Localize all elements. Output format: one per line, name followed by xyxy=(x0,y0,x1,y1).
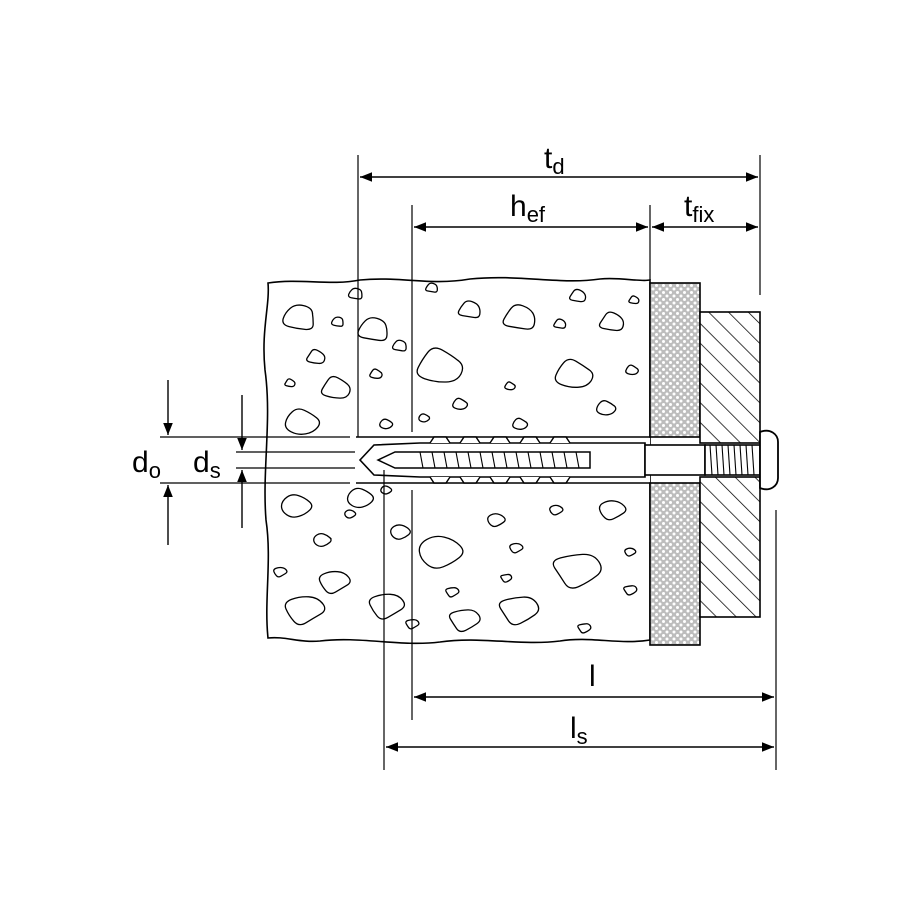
screw-thread-marks xyxy=(419,451,580,469)
label-td: td xyxy=(544,142,565,179)
screw-shank xyxy=(644,444,761,476)
label-tfix: tfix xyxy=(684,190,714,227)
extension-lines xyxy=(160,155,777,770)
anchor-sleeve xyxy=(358,436,646,484)
sleeve-ridges-top xyxy=(429,436,571,444)
label-ds: ds xyxy=(193,446,221,483)
label-l: l xyxy=(589,660,596,693)
concrete-aggregate xyxy=(273,282,640,634)
shank-thread-marks xyxy=(709,444,755,476)
label-hef: hef xyxy=(510,190,546,227)
sleeve-ridges-bottom xyxy=(429,476,571,484)
screw-tip xyxy=(376,451,591,469)
screw-head xyxy=(759,429,779,491)
insulation-layer xyxy=(649,282,701,646)
label-ls: ls xyxy=(570,712,588,749)
label-do: do xyxy=(132,446,161,483)
dimension-arrows xyxy=(163,172,774,752)
fixture-part xyxy=(699,311,761,618)
